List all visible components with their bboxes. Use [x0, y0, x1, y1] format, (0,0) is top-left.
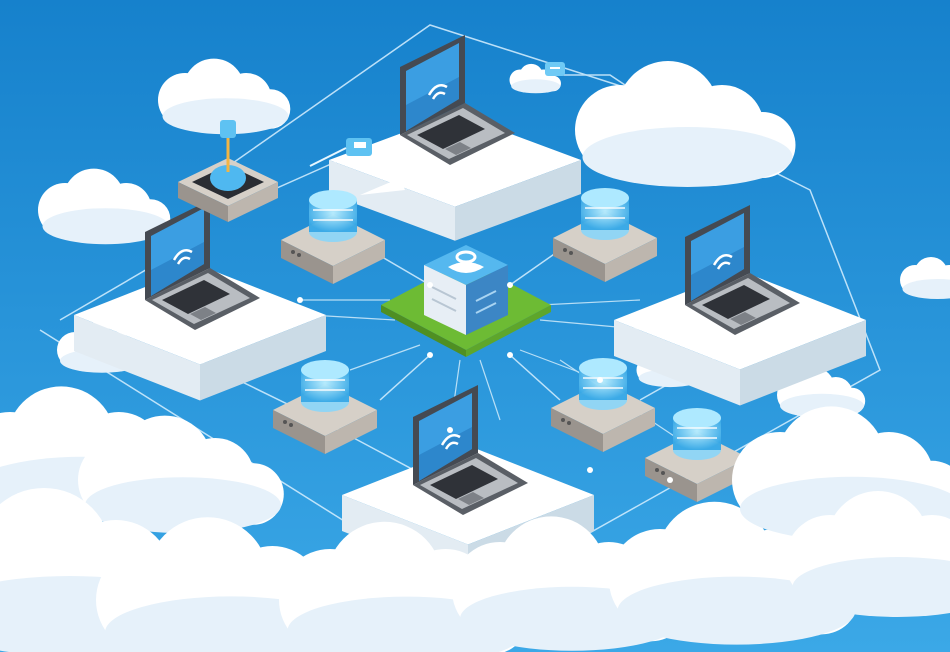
laptop-station-top — [329, 33, 581, 241]
connection-nodes — [297, 282, 673, 483]
globe-router-device — [178, 120, 278, 222]
plug-connector-icon — [309, 138, 372, 167]
chat-bubble-icon — [545, 62, 565, 76]
circuit-traces — [300, 299, 681, 441]
central-hub — [381, 245, 551, 357]
